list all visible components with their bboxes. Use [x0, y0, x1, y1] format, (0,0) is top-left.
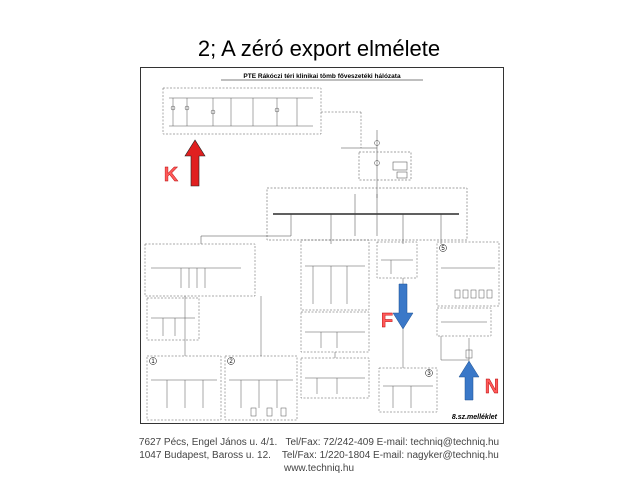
- panel-left: [146, 297, 200, 341]
- footer: 7627 Pécs, Engel János u. 4/1. Tel/Fax: …: [0, 436, 638, 475]
- annex-label: 8.sz.melléklet: [452, 414, 498, 421]
- panel-top: [162, 87, 362, 148]
- panel-right: [436, 307, 492, 368]
- arrow-n: N: [458, 360, 499, 401]
- arrow-n-label: N: [485, 376, 499, 398]
- arrow-f-label: F: [381, 310, 393, 332]
- arrow-k: K: [164, 139, 206, 187]
- wiring-diagram: PTE Rákóczi téri klinikai tömb főveszeté…: [140, 67, 504, 424]
- arrow-f: F: [381, 283, 414, 332]
- footer-line-pecs: 7627 Pécs, Engel János u. 4/1. Tel/Fax: …: [138, 437, 500, 448]
- diagram-title: PTE Rákóczi téri klinikai tömb főveszeté…: [243, 73, 401, 80]
- arrow-k-label: K: [164, 164, 179, 186]
- circle-markers: 1 2 3 5: [149, 244, 447, 377]
- marker-3: 3: [427, 371, 431, 377]
- panels-bottom: [146, 278, 438, 421]
- main-switchboard: [200, 187, 468, 244]
- marker-5: 5: [441, 246, 445, 252]
- marker-1: 1: [151, 359, 155, 365]
- footer-line-budapest: 1047 Budapest, Baross u. 12. Tel/Fax: 1/…: [139, 450, 499, 461]
- footer-website: www.techniq.hu: [283, 463, 355, 474]
- feed-chain: [341, 130, 412, 198]
- distribution-panels: [144, 239, 500, 311]
- slide-title: 2; A zéró export elmélete: [197, 36, 441, 61]
- marker-2: 2: [229, 359, 233, 365]
- diagram-canvas: PTE Rákóczi téri klinikai tömb főveszeté…: [144, 73, 500, 421]
